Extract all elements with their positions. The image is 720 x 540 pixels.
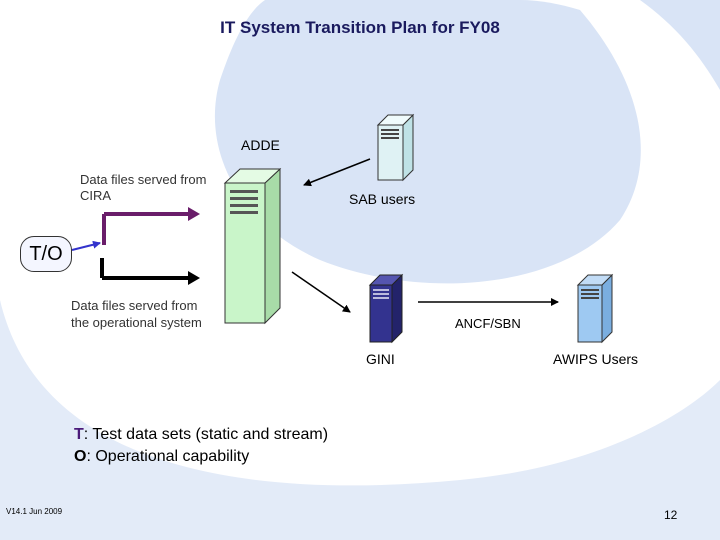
legend-test-text: : Test data sets (static and stream)	[83, 426, 329, 443]
ancf-sbn-label: ANCF/SBN	[455, 316, 521, 331]
legend-operational-text: : Operational capability	[86, 448, 250, 465]
to-switch-box: T/O	[20, 236, 72, 272]
adde-server-icon	[223, 167, 282, 325]
cira-flow-arrowhead	[188, 207, 200, 221]
gini-label: GINI	[366, 351, 395, 367]
legend-operational-item: O: Operational capability	[74, 448, 249, 466]
sab-to-adde-arrow	[303, 158, 371, 187]
sab-server-icon	[376, 113, 415, 182]
background-blob	[214, 0, 641, 284]
legend-test-item: T: Test data sets (static and stream)	[74, 426, 328, 444]
legend-test-key: T	[74, 426, 84, 443]
background-corner-shape	[640, 0, 720, 90]
ops-source-label-line2: the operational system	[71, 315, 202, 330]
page-number: 12	[664, 508, 678, 522]
background-arc-bottom	[0, 300, 720, 540]
sab-users-label: SAB users	[349, 191, 416, 207]
cira-source-label-line1: Data files served from	[80, 172, 207, 187]
awips-server-icon	[576, 273, 614, 344]
ops-source-label-line1: Data files served from	[71, 298, 198, 313]
awips-users-label: AWIPS Users	[553, 351, 639, 367]
adde-to-gini-arrow	[291, 271, 351, 313]
legend-operational-key: O	[74, 448, 87, 465]
adde-label: ADDE	[241, 137, 280, 153]
cira-source-label-line2: CIRA	[80, 188, 112, 203]
ops-flow-arrowhead	[188, 271, 200, 285]
gini-server-icon	[368, 273, 404, 344]
page-title: IT System Transition Plan for FY08	[220, 18, 500, 37]
switch-pointer-arrow	[71, 240, 101, 251]
version-footer: V14.1 Jun 2009	[6, 507, 63, 516]
